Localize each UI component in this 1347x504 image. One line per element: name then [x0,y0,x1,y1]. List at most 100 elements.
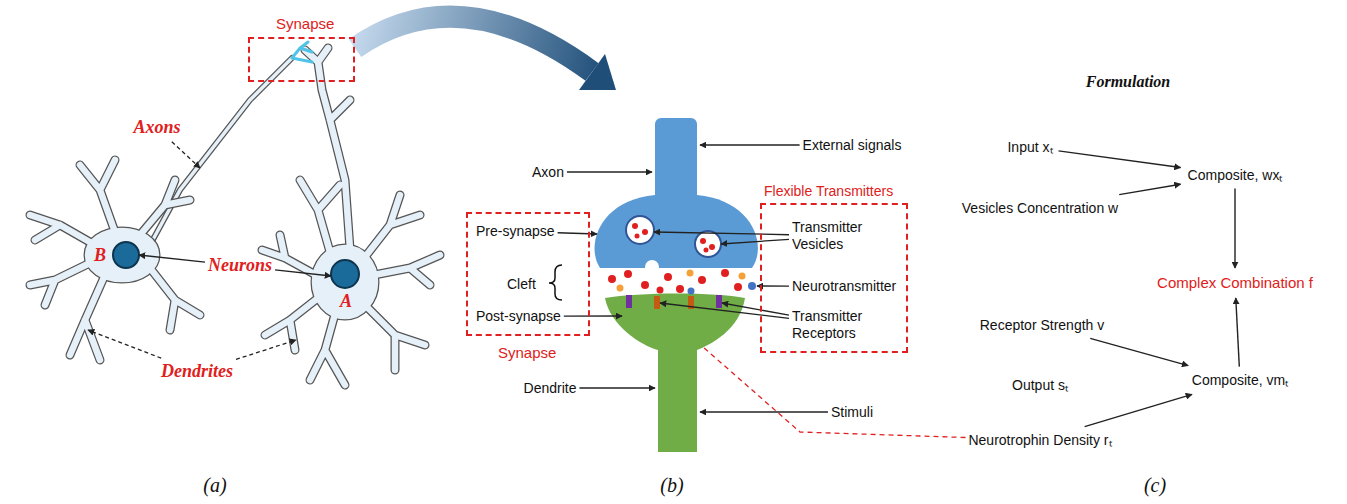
vesicle-content [632,223,715,253]
part-label: Neurons [208,255,272,277]
part-label: Dendrite [524,380,577,397]
part-label: Cleft [507,276,536,293]
formula-term: Composite, vmₜ [1189,370,1291,391]
neuron-b [30,160,200,360]
curved-arrow [355,17,592,72]
leader-line [564,315,622,317]
panel-letter: (a) [203,473,226,497]
leader-line [722,303,789,315]
leader-line [88,330,161,358]
neurotransmitter-dots [657,287,664,294]
part-label: Stimuli [831,404,873,421]
axon-shaft [655,118,697,203]
post-synapse [605,294,745,453]
arrow-head [579,54,616,90]
term-text: Complex Combination f [1157,274,1313,292]
dashed-group-box: Pre-synapseCleftPost-synapseSynapse [466,212,590,336]
flow-arrow [1059,151,1181,168]
part-label: Transmitter Receptors [792,308,892,342]
leader-line [700,144,800,145]
nucleus [331,260,359,288]
neurotransmitter-dots [734,283,742,291]
vesicle [626,216,654,244]
synapse-drawing [549,118,758,452]
panel-letter: (c) [1144,473,1166,497]
vesicle-content [632,223,638,229]
neuron-a [262,48,440,385]
vesicle-content [700,238,706,244]
part-label: Axons [133,117,180,139]
neuron-drawing [30,42,440,385]
leader-line [579,387,655,388]
leader-line [139,255,205,262]
axon-line [150,58,292,245]
vesicle-content [709,244,715,250]
neurotransmitter-dots [608,275,616,283]
formula-term: Output sₜ [1009,375,1071,396]
leader-line [703,347,965,438]
receptors [626,295,632,308]
neurotransmitter-dots [687,270,694,277]
nucleus [113,242,139,268]
formula-term: Input xₜ [1004,137,1055,158]
part-label: Dendrites [161,361,233,383]
neuron-a [262,48,440,385]
part-label: Neurotransmitter [792,278,896,295]
flow-arrow [1085,394,1192,426]
vesicle [695,231,721,257]
part-label: Post-synapse [476,308,561,325]
neurotransmitter-dots [739,273,746,280]
part-label: External signals [803,137,902,154]
formula-term: Vesicles Concentration w [959,198,1121,219]
neurotransmitter-dots [676,285,684,293]
neurotransmitter-dots [748,282,756,290]
cleft-bracket [549,265,562,300]
vesicle-content [642,229,648,235]
formula-term: Complex Combination f [1154,272,1316,294]
leader-line [700,411,828,412]
neuron-letter: A [340,291,352,313]
term-text: Receptor Strength v [980,317,1105,334]
panel-heading: Formulation [1086,72,1170,91]
leader-line [558,233,597,234]
leader-line [172,142,200,168]
formula-term: Composite, wxₜ [1185,165,1286,186]
part-label: Axon [532,164,564,181]
flow-arrow [1234,188,1235,268]
group-title: Flexible Transmitters [764,183,893,200]
term-text: Composite, wxₜ [1188,167,1283,184]
synapse-terminal [292,42,312,62]
neurotransmitter-dots [721,269,729,277]
term-text: Input xₜ [1007,139,1052,156]
neurotransmitter-dots [688,288,695,295]
leader-line [275,270,331,276]
neuron-letter: B [94,245,106,267]
neuron-b [30,160,200,360]
flow-arrow [1090,338,1188,365]
leader-line [660,303,789,318]
group-title: Synapse [498,344,556,362]
leader-line [567,171,652,172]
panel-letter: (b) [660,473,683,497]
leader-line [654,232,789,235]
term-text: Vesicles Concentration w [962,200,1118,217]
receptors [716,295,722,308]
receptors [626,295,722,309]
vesicle-content [635,234,640,239]
formula-term: Neurotrophin Density rₜ [965,430,1114,451]
neurotransmitter-dots [624,270,632,278]
term-text: Output sₜ [1012,377,1068,394]
vesicle-content [704,248,709,253]
flow-arrow [1119,184,1180,194]
dashed-group-box: Synapse [248,37,355,82]
receptors [654,296,660,309]
leader-line [721,239,789,244]
pre-synapse-bulb [595,195,758,268]
axon-line [150,58,292,245]
neurotransmitter-dots [664,273,672,281]
group-title: Synapse [276,15,334,33]
neurotransmitter-dots [608,269,756,295]
transfer-arrow [355,17,616,90]
part-label: Pre-synapse [476,223,555,240]
